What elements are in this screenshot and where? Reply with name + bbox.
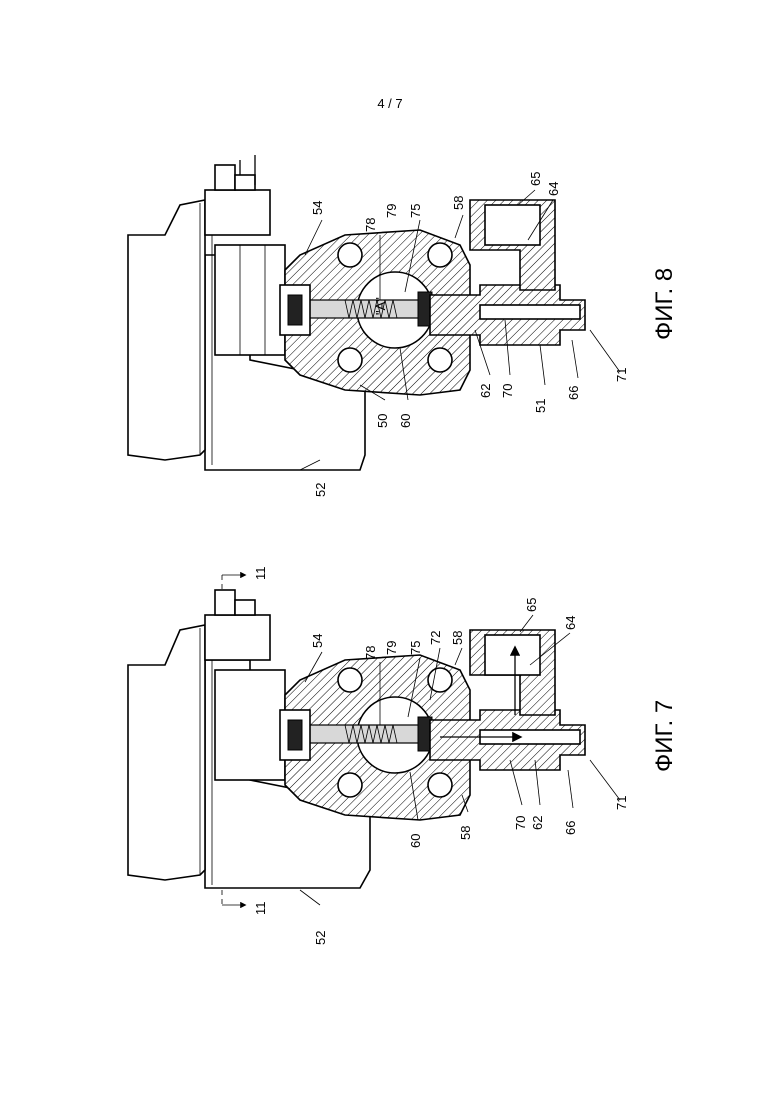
svg-text:79: 79	[384, 204, 399, 218]
svg-text:75: 75	[408, 204, 423, 218]
svg-text:70: 70	[513, 816, 528, 830]
svg-text:71: 71	[614, 796, 629, 810]
svg-text:52: 52	[313, 931, 328, 945]
svg-text:62: 62	[530, 816, 545, 830]
svg-text:64: 64	[546, 182, 561, 196]
figure-7: 11 11	[128, 567, 678, 946]
svg-text:62: 62	[478, 384, 493, 398]
svg-text:54: 54	[310, 634, 325, 648]
svg-text:"A": "A"	[373, 297, 388, 315]
svg-text:50: 50	[375, 414, 390, 428]
svg-text:60: 60	[398, 414, 413, 428]
section-mark-bottom: 11	[253, 902, 268, 916]
svg-text:58: 58	[458, 826, 473, 840]
svg-text:79: 79	[384, 641, 399, 655]
housing-cover	[128, 200, 205, 460]
section-mark-top: 11	[253, 567, 268, 581]
figure-8: "A" 65 64 54 78 79 75 58 50 60 62 7	[128, 155, 678, 497]
svg-text:58: 58	[451, 196, 466, 210]
svg-text:65: 65	[528, 172, 543, 186]
svg-text:65: 65	[524, 598, 539, 612]
svg-text:51: 51	[533, 399, 548, 413]
svg-text:75: 75	[408, 641, 423, 655]
svg-text:52: 52	[313, 483, 328, 497]
svg-text:60: 60	[408, 834, 423, 848]
svg-text:64: 64	[563, 616, 578, 630]
svg-text:72: 72	[428, 631, 443, 645]
svg-text:66: 66	[563, 821, 578, 835]
figure-8-caption: ФИГ. 8	[651, 268, 678, 340]
svg-text:54: 54	[310, 201, 325, 215]
svg-text:71: 71	[614, 368, 629, 382]
figure-7-caption: ФИГ. 7	[651, 700, 678, 772]
svg-text:58: 58	[450, 631, 465, 645]
svg-text:78: 78	[363, 218, 378, 232]
svg-text:70: 70	[500, 384, 515, 398]
svg-text:66: 66	[566, 386, 581, 400]
svg-text:78: 78	[363, 646, 378, 660]
